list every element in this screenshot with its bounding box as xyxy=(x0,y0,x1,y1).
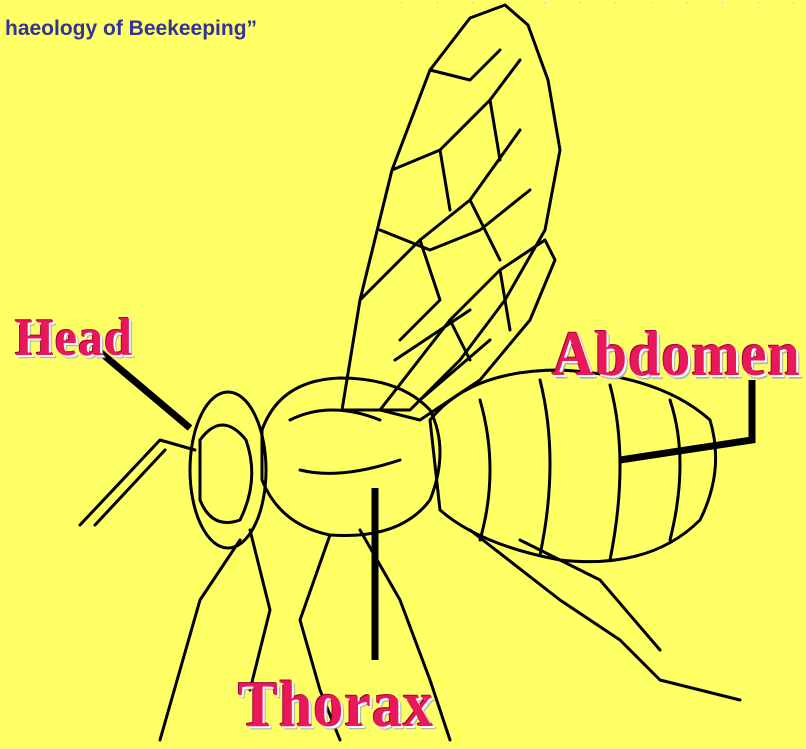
hind-leg xyxy=(470,530,740,700)
abdomen-pointer xyxy=(620,380,752,460)
label-abdomen: Abdomen xyxy=(552,317,801,391)
thorax xyxy=(262,378,440,536)
forewing-veins xyxy=(360,50,530,360)
antenna xyxy=(80,440,195,525)
label-thorax: Thorax xyxy=(238,667,434,743)
label-head: Head xyxy=(15,307,133,368)
